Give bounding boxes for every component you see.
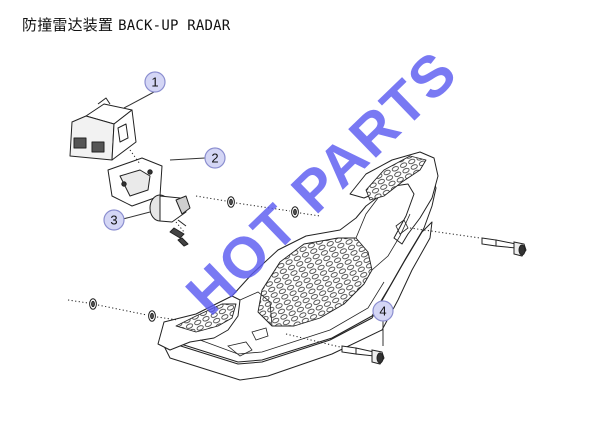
fasteners	[89, 196, 527, 365]
step-pad-left	[175, 303, 237, 333]
module-tab	[97, 97, 111, 105]
bolt-lower-right	[341, 345, 357, 355]
bumper-contour-lines	[199, 197, 411, 357]
bumper-underside	[159, 221, 433, 381]
callout-4: 4	[372, 300, 394, 322]
bolt-upper-right	[481, 237, 497, 247]
step-pad-right	[365, 155, 427, 201]
page-title: 防撞雷达装置 BACK-UP RADAR	[22, 14, 230, 35]
radar-control-unit	[69, 97, 137, 161]
title-en: BACK-UP RADAR	[118, 18, 231, 34]
radar-sensor	[149, 194, 191, 247]
callout-2-number: 2	[211, 151, 218, 166]
module-connector-a	[73, 137, 87, 149]
callout-1-number: 1	[151, 75, 158, 90]
callout-2: 2	[204, 147, 226, 169]
leader-lines	[122, 91, 384, 346]
step-pad-center	[257, 237, 373, 327]
callout-3: 3	[103, 209, 125, 231]
module-clip	[117, 123, 129, 143]
module-connector-b	[91, 141, 105, 153]
callout-4-number: 4	[379, 304, 386, 319]
callout-3-number: 3	[110, 213, 117, 228]
title-cn: 防撞雷达装置	[22, 16, 114, 34]
step-pads	[175, 155, 427, 333]
callout-1: 1	[144, 71, 166, 93]
assembly-lines	[67, 149, 481, 348]
